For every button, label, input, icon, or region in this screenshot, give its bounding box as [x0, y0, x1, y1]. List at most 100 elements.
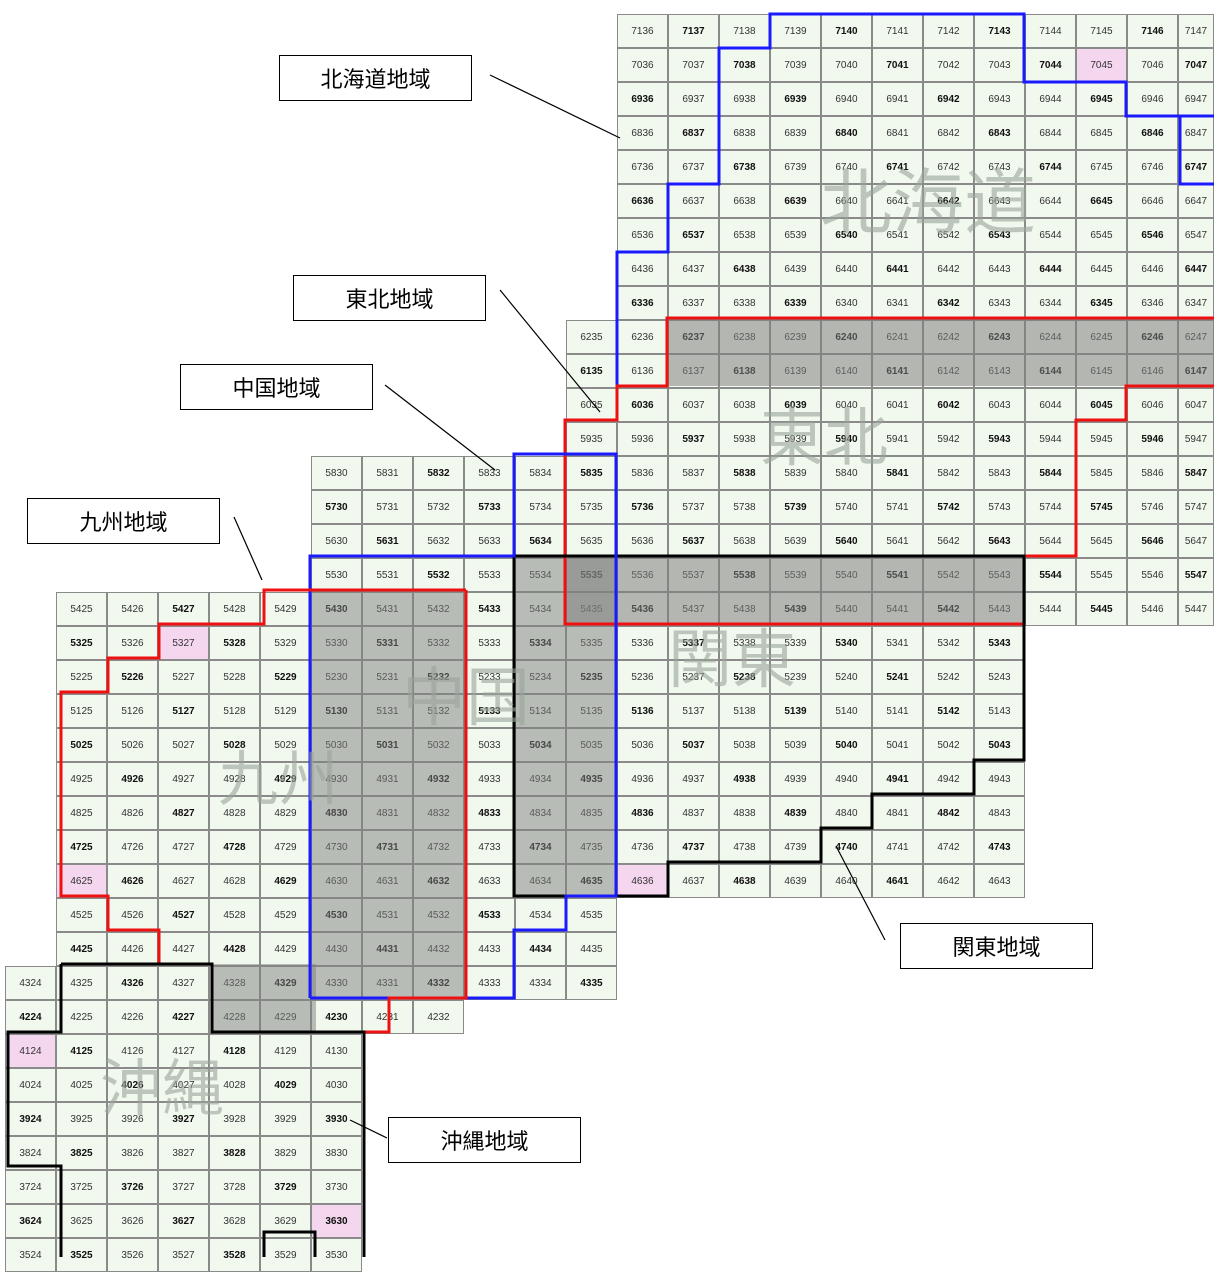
mesh-cell: 6047	[1178, 388, 1214, 422]
okinawa-boundary-west	[6, 964, 63, 1257]
mesh-cell: 3826	[107, 1136, 158, 1170]
mesh-cell: 6740	[821, 150, 872, 184]
mesh-cell: 5228	[209, 660, 260, 694]
mesh-cell: 5746	[1127, 490, 1178, 524]
mesh-cell: 5226	[107, 660, 158, 694]
mesh-cell: 3728	[209, 1170, 260, 1204]
callout-kyushu: 九州地域	[27, 498, 220, 544]
mesh-cell: 5642	[923, 524, 974, 558]
mesh-cell: 5939	[770, 422, 821, 456]
mesh-cell: 7147	[1178, 14, 1214, 48]
mesh-cell: 5640	[821, 524, 872, 558]
mesh-cell: 5742	[923, 490, 974, 524]
mesh-cell: 3825	[56, 1136, 107, 1170]
mesh-cell: 6739	[770, 150, 821, 184]
mesh-cell: 5340	[821, 626, 872, 660]
mesh-cell: 4528	[209, 898, 260, 932]
mesh-cell: 4837	[668, 796, 719, 830]
mesh-cell: 4938	[719, 762, 770, 796]
mesh-cell: 3830	[311, 1136, 362, 1170]
mesh-cell: 6445	[1076, 252, 1127, 286]
mesh-cell: 5843	[974, 456, 1025, 490]
mesh-cell: 5839	[770, 456, 821, 490]
mesh-cell: 5736	[617, 490, 668, 524]
kyushu-leader	[233, 516, 263, 581]
mesh-cell: 5943	[974, 422, 1025, 456]
mesh-cell: 4025	[56, 1068, 107, 1102]
mesh-cell: 6538	[719, 218, 770, 252]
mesh-cell: 5444	[1025, 592, 1076, 626]
mesh-cell: 7144	[1025, 14, 1076, 48]
mesh-cell: 3926	[107, 1102, 158, 1136]
mesh-cell: 5425	[56, 592, 107, 626]
mesh-cell: 3829	[260, 1136, 311, 1170]
mesh-cell: 4325	[56, 966, 107, 1000]
mesh-cell: 4727	[158, 830, 209, 864]
mesh-cell: 4232	[413, 1000, 464, 1034]
mesh-cell: 6646	[1127, 184, 1178, 218]
mesh-cell: 6041	[872, 388, 923, 422]
mesh-cell: 4224	[5, 1000, 56, 1034]
mesh-cell: 4026	[107, 1068, 158, 1102]
mesh-cell: 3929	[260, 1102, 311, 1136]
mesh-cell: 5847	[1178, 456, 1214, 490]
mesh-cell: 5744	[1025, 490, 1076, 524]
mesh-cell: 5342	[923, 626, 974, 660]
mesh-cell: 4027	[158, 1068, 209, 1102]
mesh-cell: 5936	[617, 422, 668, 456]
kyushu-okinawa-overlap	[212, 964, 316, 1032]
mesh-cell: 4937	[668, 762, 719, 796]
mesh-cell: 5844	[1025, 456, 1076, 490]
mesh-cell: 5743	[974, 490, 1025, 524]
mesh-cell: 5935	[566, 422, 617, 456]
mesh-cell: 7137	[668, 14, 719, 48]
mesh-cell: 4129	[260, 1034, 311, 1068]
chugoku-boundary	[308, 452, 618, 1000]
mesh-cell: 4740	[821, 830, 872, 864]
mesh-cell: 5338	[719, 626, 770, 660]
mesh-cell: 4928	[209, 762, 260, 796]
mesh-cell: 6440	[821, 252, 872, 286]
mesh-cell: 6741	[872, 150, 923, 184]
mesh-cell: 6937	[668, 82, 719, 116]
mesh-cell: 6039	[770, 388, 821, 422]
mesh-cell: 5042	[923, 728, 974, 762]
mesh-cell: 5846	[1127, 456, 1178, 490]
mesh-cell: 6644	[1025, 184, 1076, 218]
mesh-cell: 6536	[617, 218, 668, 252]
okinawa-boundary-inner	[262, 1230, 317, 1257]
mesh-cell: 4527	[158, 898, 209, 932]
mesh-cell: 5241	[872, 660, 923, 694]
mesh-cell: 3925	[56, 1102, 107, 1136]
mesh-cell: 5833	[464, 456, 515, 490]
mesh-cell: 5429	[260, 592, 311, 626]
mesh-cell: 7042	[923, 48, 974, 82]
mesh-cell: 4030	[311, 1068, 362, 1102]
mesh-cell: 5025	[56, 728, 107, 762]
mesh-cell: 5026	[107, 728, 158, 762]
mesh-cell: 3626	[107, 1204, 158, 1238]
mesh-cell: 5139	[770, 694, 821, 728]
mesh-cell: 4726	[107, 830, 158, 864]
kanto-boundary	[512, 554, 1026, 898]
mesh-cell: 5043	[974, 728, 1025, 762]
mesh-cell: 4741	[872, 830, 923, 864]
mesh-cell: 4126	[107, 1034, 158, 1068]
mesh-cell: 5328	[209, 626, 260, 660]
mesh-cell: 3724	[5, 1170, 56, 1204]
mesh-cell: 5426	[107, 592, 158, 626]
mesh-cell: 5243	[974, 660, 1025, 694]
mesh-cell: 5142	[923, 694, 974, 728]
mesh-cell: 5238	[719, 660, 770, 694]
mesh-cell: 6540	[821, 218, 872, 252]
mesh-cell: 6839	[770, 116, 821, 150]
mesh-cell: 6745	[1076, 150, 1127, 184]
mesh-cell: 6042	[923, 388, 974, 422]
mesh-cell: 5940	[821, 422, 872, 456]
mesh-cell: 6346	[1127, 286, 1178, 320]
mesh-cell: 6337	[668, 286, 719, 320]
mesh-cell: 4929	[260, 762, 311, 796]
mesh-cell: 5545	[1076, 558, 1127, 592]
mesh-cell: 4933	[464, 762, 515, 796]
mesh-cell: 4435	[566, 932, 617, 966]
